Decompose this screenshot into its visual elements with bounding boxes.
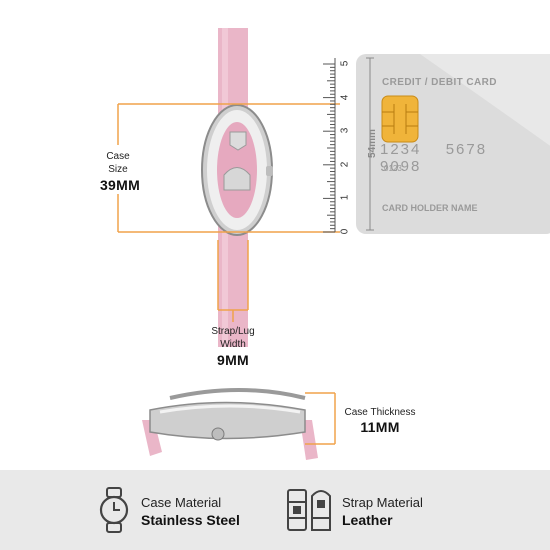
- strap-icon: [287, 489, 331, 531]
- card-number-group-2: 5678: [445, 141, 488, 158]
- card-height-label: 54mm: [366, 129, 378, 158]
- case-size-value: 39MM: [99, 177, 141, 193]
- ruler-label: 2: [339, 161, 351, 168]
- ruler-ticks: [323, 63, 335, 233]
- card-title: CREDIT / DEBIT CARD: [382, 77, 497, 88]
- card-holder: CARD HOLDER NAME: [382, 203, 478, 213]
- case-size-label-2: Size: [108, 164, 128, 175]
- crown: [266, 166, 273, 176]
- case-thickness-label: Case Thickness: [344, 407, 416, 418]
- strap-material-title: Strap Material: [342, 495, 423, 510]
- card-chip: [381, 95, 419, 143]
- card-number: 1234 5678 9098: [380, 141, 550, 175]
- case-material-title: Case Material: [141, 495, 222, 510]
- case-size-bracket: [117, 103, 340, 233]
- strap-material-value: Leather: [342, 512, 393, 528]
- watch-side-illustration: [142, 388, 318, 460]
- ruler-label: 3: [339, 127, 351, 134]
- case-size-caption: Case Size: [96, 150, 140, 176]
- card-number-group-3: 9098: [380, 158, 422, 175]
- case-thickness-value: 11MM: [360, 419, 400, 435]
- card-number-group-1: 1234: [380, 141, 422, 158]
- ruler-label: 4: [339, 94, 351, 100]
- case-material-value: Stainless Steel: [141, 512, 240, 528]
- footer-bar: Case Material Stainless Steel Strap Mate…: [0, 470, 550, 550]
- ruler-label: 0: [339, 228, 351, 235]
- watch-front-illustration: [117, 28, 550, 460]
- strap-width-label-1: Strap/Lug: [211, 326, 255, 337]
- card-code: 0123: [384, 164, 402, 173]
- case-size-label-1: Case: [106, 151, 130, 162]
- case-thickness-bracket: [305, 392, 336, 445]
- strap-width-bracket: [217, 240, 249, 322]
- strap-width-value: 9MM: [216, 352, 249, 368]
- strap-width-caption: Strap/Lug Width: [190, 325, 276, 351]
- ruler-label: 1: [339, 195, 351, 201]
- ruler-label: 5: [339, 60, 351, 67]
- watch-icon: [99, 487, 129, 533]
- strap-width-label-2: Width: [220, 339, 246, 350]
